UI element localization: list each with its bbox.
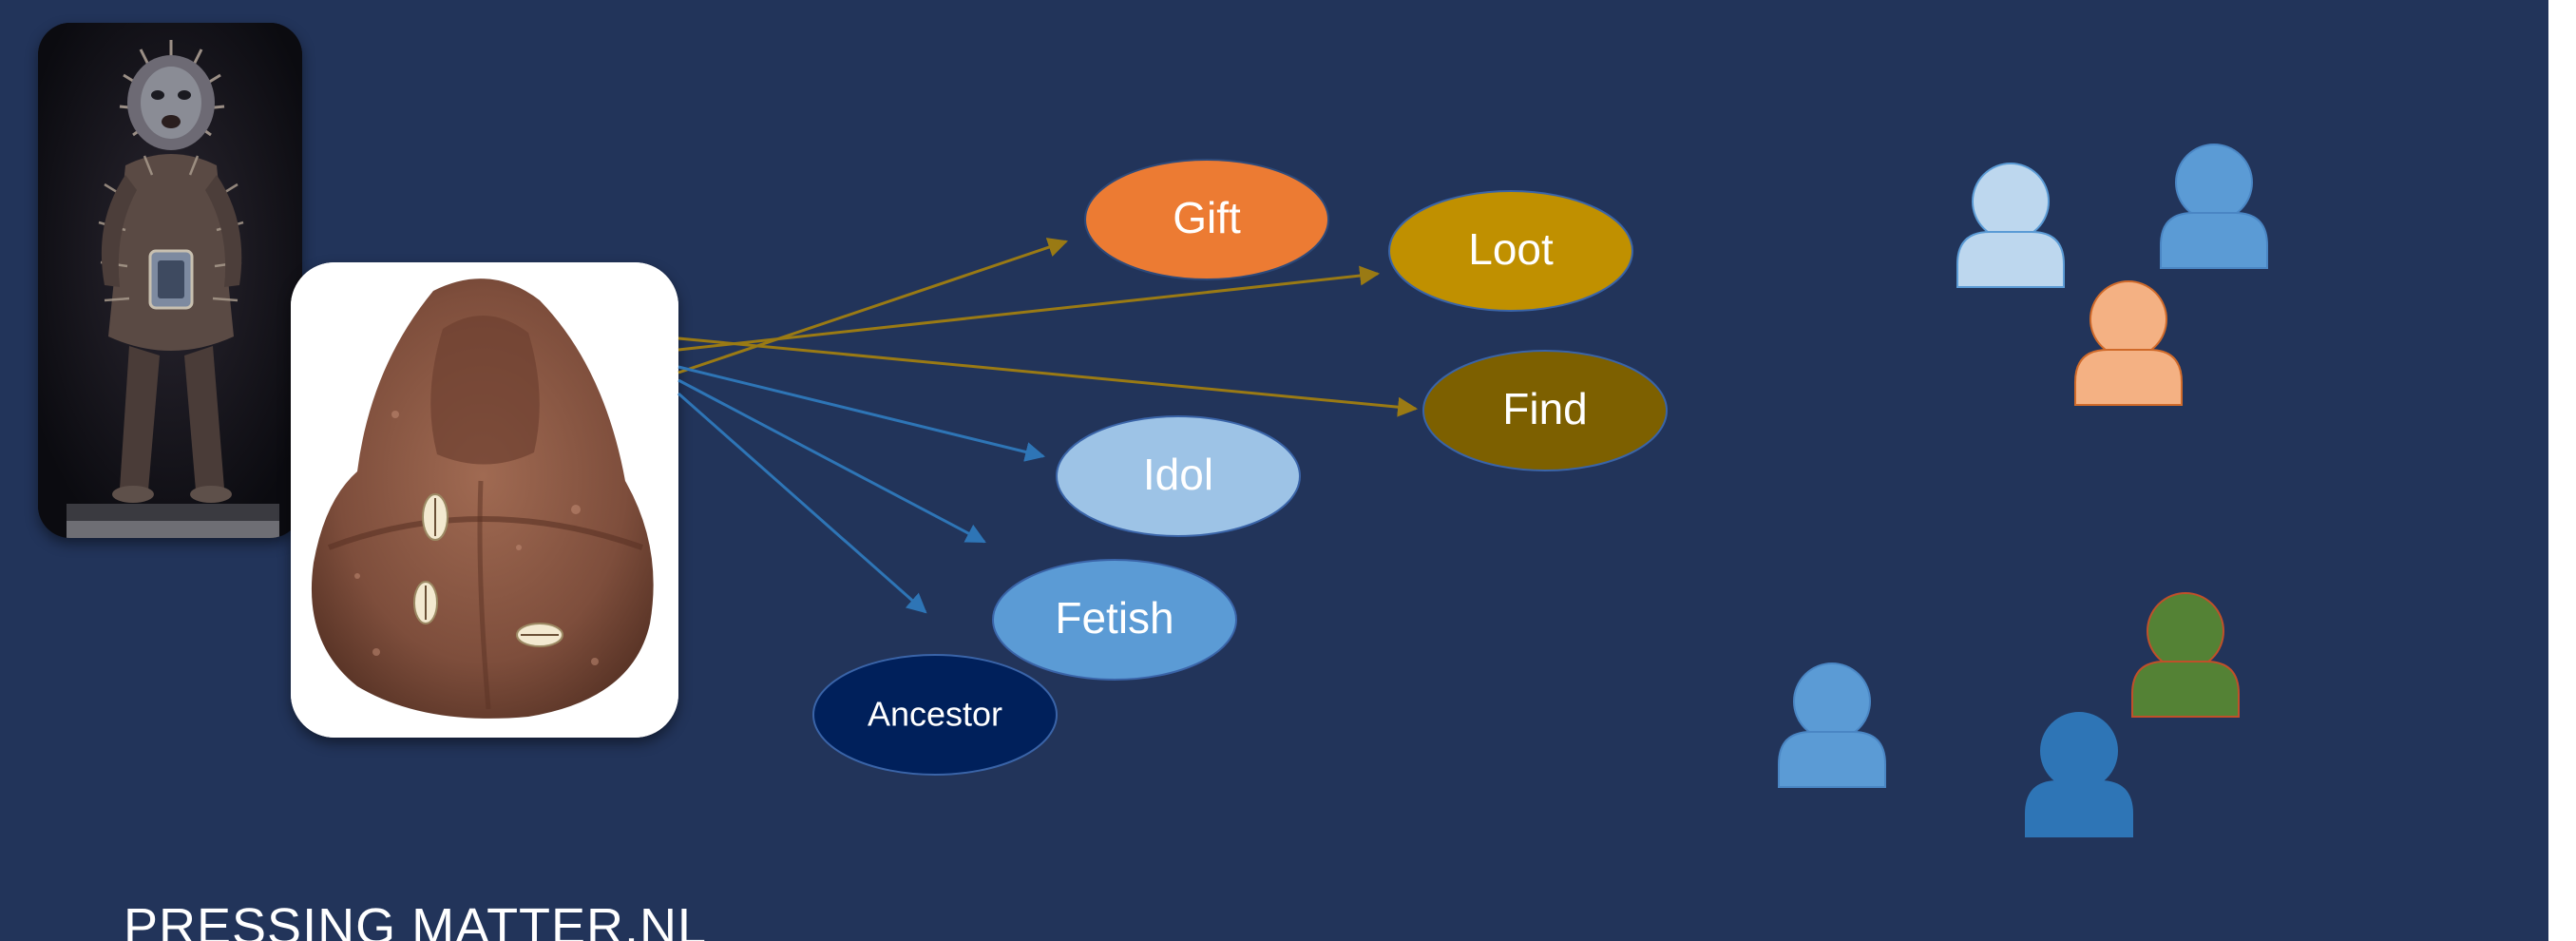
footer-text: PRESSING MATTER.NL bbox=[124, 898, 708, 941]
slide-edge bbox=[2548, 0, 2576, 941]
arrow-to-fetish bbox=[677, 378, 986, 544]
person-icon-blue bbox=[2160, 144, 2268, 269]
ancestor-node: Ancestor bbox=[812, 654, 1058, 776]
loot-node: Loot bbox=[1388, 190, 1633, 312]
loot-label: Loot bbox=[1468, 224, 1554, 274]
person-icon-green bbox=[2131, 592, 2240, 718]
fetish-node: Fetish bbox=[992, 559, 1237, 681]
arrow-to-idol bbox=[677, 365, 1046, 462]
power-figure-photo bbox=[38, 23, 302, 538]
stone-object-image bbox=[291, 262, 678, 738]
idol-node: Idol bbox=[1056, 415, 1301, 537]
person-icon-orange bbox=[2074, 280, 2183, 406]
idol-label: Idol bbox=[1143, 450, 1213, 499]
arrow-to-loot bbox=[677, 265, 1381, 352]
stone-object-photo bbox=[291, 262, 678, 738]
find-node: Find bbox=[1422, 350, 1668, 471]
gift-node: Gift bbox=[1084, 159, 1329, 280]
ancestor-label: Ancestor bbox=[868, 695, 1002, 734]
find-label: Find bbox=[1502, 384, 1587, 433]
arrow-to-ancestor bbox=[677, 392, 927, 614]
fetish-label: Fetish bbox=[1055, 593, 1174, 643]
person-icon-blue-2 bbox=[1778, 663, 1886, 788]
gift-label: Gift bbox=[1173, 193, 1241, 242]
carved-figure-image bbox=[38, 23, 302, 538]
person-icon-dark-blue bbox=[2025, 712, 2133, 837]
person-icon-light-blue bbox=[1956, 163, 2065, 288]
arrow-to-gift bbox=[677, 238, 1068, 374]
arrow-to-find bbox=[677, 336, 1419, 417]
